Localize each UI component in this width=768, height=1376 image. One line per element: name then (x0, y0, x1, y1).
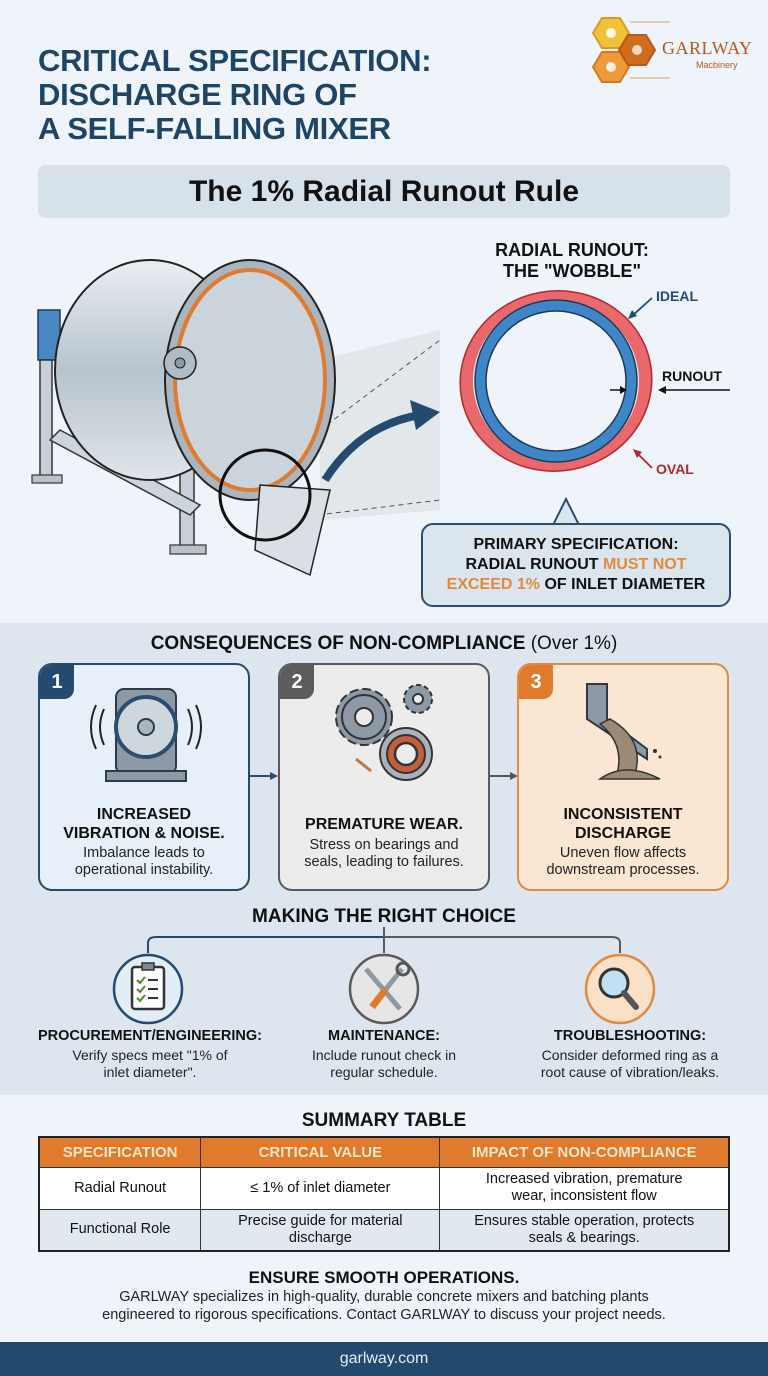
choice-desc-maintenance: Include runout check in regular schedule… (312, 1047, 456, 1080)
choice-title: MAKING THE RIGHT CHOICE (252, 906, 516, 927)
table-cell: Increased vibration, premature wear, inc… (439, 1166, 730, 1210)
closing-title: ENSURE SMOOTH OPERATIONS. (248, 1268, 520, 1287)
subtitle-text: The 1% Radial Runout Rule (188, 174, 580, 208)
table-header-row: SPECIFICATION CRITICAL VALUE IMPACT OF N… (38, 1136, 730, 1168)
title-line-1: CRITICAL SPECIFICATION: (38, 43, 432, 78)
page-title: CRITICAL SPECIFICATION: DISCHARGE RING O… (38, 43, 432, 146)
arrow-right-icon (250, 772, 278, 780)
footer-bar: garlway.com (0, 1342, 768, 1376)
table-row: Radial Runout ≤ 1% of inlet diameter Inc… (38, 1166, 730, 1210)
arrow-right-icon (490, 772, 518, 780)
ideal-pointer (631, 297, 653, 317)
consequence-card-vibration: 1 INCREASED VIBRATION & NOISE. Imbalance… (38, 663, 250, 891)
mixer-illustration (31, 259, 440, 577)
wrench-screwdriver-icon (348, 953, 420, 1025)
choice-heading-procurement: PROCUREMENT/ENGINEERING: (38, 1028, 262, 1044)
table-cell: Radial Runout (38, 1166, 202, 1210)
discharge-ring-orange (173, 268, 327, 492)
table-cell: Ensures stable operation, protects seals… (439, 1208, 730, 1252)
choice-desc-troubleshooting: Consider deformed ring as a root cause o… (540, 1047, 720, 1080)
callout-pointer (551, 497, 581, 525)
card-number-badge: 2 (280, 665, 314, 699)
worn-gears-bearing-icon (335, 684, 433, 781)
runout-diagram (459, 290, 730, 472)
vibrating-motor-icon (90, 688, 202, 782)
table-row: Functional Role Precise guide for materi… (38, 1208, 730, 1252)
title-line-3: A SELF-FALLING MIXER (38, 111, 391, 146)
clipboard-checklist-icon (112, 953, 184, 1025)
choice-heading-troubleshooting: TROUBLESHOOTING: (553, 1028, 707, 1044)
card-number-badge: 3 (519, 665, 553, 699)
closing-text: GARLWAY specializes in high-quality, dur… (102, 1289, 666, 1323)
zoom-circle (218, 448, 312, 542)
card-heading: INCREASED VIBRATION & NOISE. (63, 806, 225, 842)
table-cell: Functional Role (38, 1208, 202, 1252)
card-heading: PREMATURE WEAR. (305, 816, 463, 833)
choice-heading-maintenance: MAINTENANCE: (328, 1028, 440, 1044)
label-ideal: IDEAL (656, 288, 698, 304)
consequence-card-wear: 2 PREMATURE WEAR. Stress on bearings and… (278, 663, 490, 891)
chute-discharge-icon (586, 683, 662, 780)
oval-pointer (636, 452, 653, 469)
table-cell: ≤ 1% of inlet diameter (200, 1166, 441, 1210)
column-header: IMPACT OF NON-COMPLIANCE (439, 1136, 730, 1168)
consequence-card-discharge: 3 INCONSISTENT DISCHARGE Uneven flow aff… (517, 663, 729, 891)
primary-spec-callout: PRIMARY SPECIFICATION: RADIAL RUNOUT MUS… (421, 523, 731, 607)
label-runout: RUNOUT (662, 368, 722, 384)
column-header: CRITICAL VALUE (200, 1136, 441, 1168)
card-description: Stress on bearings and seals, leading to… (304, 837, 464, 870)
column-header: SPECIFICATION (38, 1136, 202, 1168)
curved-arrow (321, 411, 421, 483)
magnifier-icon (584, 953, 656, 1025)
title-line-2: DISCHARGE RING OF (38, 77, 357, 112)
choice-connector-tree (112, 927, 656, 1025)
logo-name: GARLWAY (662, 38, 753, 58)
card-heading: INCONSISTENT DISCHARGE (563, 806, 683, 842)
website-link[interactable]: garlway.com (339, 1350, 429, 1367)
diagram-title: RADIAL RUNOUT: THE "WOBBLE" (495, 240, 649, 281)
consequences-title: CONSEQUENCES OF NON-COMPLIANCE (Over 1%) (150, 633, 618, 654)
card-number-badge: 1 (40, 665, 74, 699)
hexagon-logo-icon (591, 17, 760, 83)
summary-table-title: SUMMARY TABLE (301, 1110, 467, 1131)
label-oval: OVAL (656, 461, 694, 477)
card-description: Uneven flow affects downstream processes… (546, 845, 700, 878)
summary-table: SPECIFICATION CRITICAL VALUE IMPACT OF N… (38, 1136, 730, 1252)
garlway-logo: GARLWAY Macbinery (590, 16, 760, 86)
table-cell: Precise guide for material discharge (200, 1208, 441, 1252)
card-description: Imbalance leads to operational instabili… (74, 845, 214, 878)
choice-desc-procurement: Verify specs meet "1% of inlet diameter"… (72, 1047, 228, 1080)
subtitle-banner: The 1% Radial Runout Rule (38, 165, 730, 218)
logo-subtitle: Macbinery (696, 60, 738, 70)
